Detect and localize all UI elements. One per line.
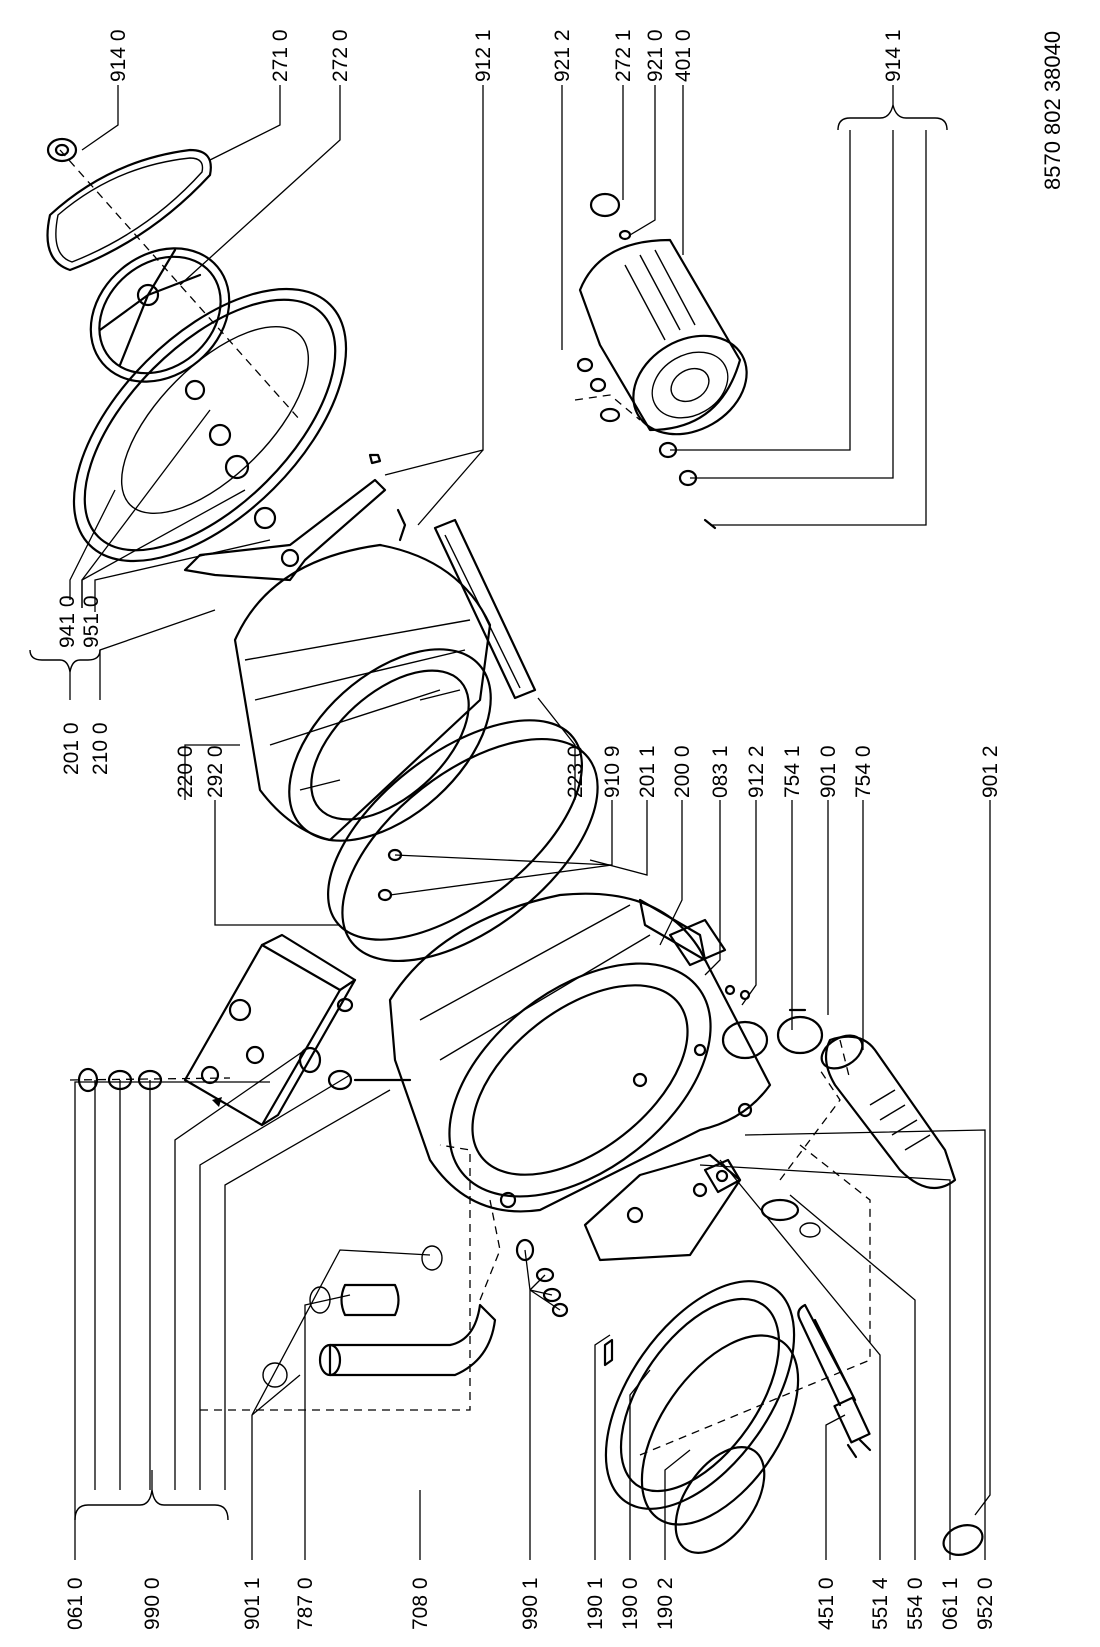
outer-tub	[388, 892, 772, 1213]
part-label-901-0: 901 0	[817, 745, 840, 798]
part-label-921-0: 921 0	[644, 29, 667, 82]
motor-pulley	[589, 192, 632, 241]
part-label-708-0: 708 0	[409, 1577, 432, 1630]
part-label-990-0: 990 0	[141, 1577, 164, 1630]
part-label-912-2: 912 2	[745, 745, 768, 798]
part-label-200-0: 200 0	[671, 745, 694, 798]
washing-drum	[233, 543, 492, 842]
counterweight	[183, 933, 357, 1127]
part-label-901-2: 901 2	[979, 745, 1002, 798]
rear-tub-cover	[72, 287, 348, 563]
part-label-061-1: 061 1	[939, 1577, 962, 1630]
part-label-210-0: 210 0	[89, 722, 112, 775]
drum-seal-rings	[326, 719, 599, 963]
part-label-451-0: 451 0	[815, 1577, 838, 1630]
part-label-990-1: 990 1	[519, 1577, 542, 1630]
hose-connector	[309, 1245, 443, 1317]
sump-hose	[820, 1034, 957, 1190]
drive-motor	[578, 238, 748, 436]
tub-bracket	[668, 918, 751, 1001]
part-label-190-2: 190 2	[654, 1577, 677, 1630]
part-label-061-0: 061 0	[64, 1577, 87, 1630]
hose-clamps	[721, 1008, 824, 1060]
drum-spider-arm	[183, 453, 407, 582]
part-label-754-1: 754 1	[781, 745, 804, 798]
part-label-910-9: 910 9	[601, 745, 624, 798]
parts	[46, 137, 984, 1556]
thermostat	[703, 1158, 742, 1194]
part-label-083-1: 083 1	[709, 745, 732, 798]
part-label-921-2: 921 2	[551, 29, 574, 82]
part-label-201-0: 201 0	[60, 722, 83, 775]
part-label-190-0: 190 0	[619, 1577, 642, 1630]
part-label-787-0: 787 0	[294, 1577, 317, 1630]
dashed-assembly-lines	[59, 149, 871, 1456]
part-label-272-1: 272 1	[612, 29, 635, 82]
part-label-551-4: 551 4	[869, 1577, 892, 1630]
part-label-912-1: 912 1	[472, 29, 495, 82]
part-label-941-0: 941 0	[56, 595, 79, 648]
part-label-401-0: 401 0	[672, 29, 695, 82]
door-seal	[603, 1280, 800, 1554]
part-labels: 914 0 271 0 272 0 912 1 921 2 272 1 921 …	[56, 29, 1065, 1630]
part-label-220-0: 220 0	[174, 745, 197, 798]
part-label-223-0: 223 0	[564, 745, 587, 798]
document-number: 8570 802 38040	[1040, 31, 1065, 190]
drum-lifter	[433, 518, 537, 700]
part-label-901-1: 901 1	[241, 1577, 264, 1630]
part-label-914-0: 914 0	[107, 29, 130, 82]
drive-belt	[46, 148, 212, 272]
part-label-754-0: 754 0	[852, 745, 875, 798]
part-label-554-0: 554 0	[904, 1577, 927, 1630]
drain-hose	[262, 1303, 497, 1388]
heating-element	[797, 1303, 872, 1459]
motor-fixings	[658, 441, 717, 530]
part-label-951-0: 951 0	[80, 595, 103, 648]
part-label-190-1: 190 1	[584, 1577, 607, 1630]
motor-washers	[576, 357, 621, 423]
part-label-201-1: 201 1	[636, 745, 659, 798]
mounting-screws	[515, 1238, 569, 1318]
part-label-272-0: 272 0	[329, 29, 352, 82]
counterweight-bolt-set	[77, 1046, 412, 1093]
sump-clamp	[942, 1524, 984, 1556]
part-label-952-0: 952 0	[974, 1577, 997, 1630]
leader-lines	[29, 85, 991, 1560]
pulley-nut	[46, 137, 78, 163]
ntc-sensor	[760, 1198, 821, 1238]
part-label-914-1: 914 1	[882, 29, 905, 82]
part-label-271-0: 271 0	[269, 29, 292, 82]
part-label-292-0: 292 0	[204, 745, 227, 798]
tub-fixings	[336, 848, 403, 1013]
front-bracket	[583, 1153, 742, 1262]
